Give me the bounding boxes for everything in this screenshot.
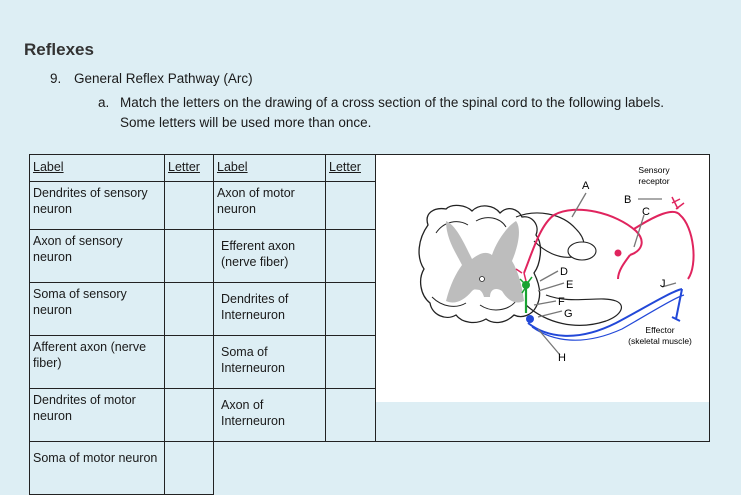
section-title: Reflexes	[24, 40, 94, 59]
letter-answer-cell[interactable]	[325, 282, 376, 336]
diagram-letter-g: G	[564, 308, 573, 320]
table-row: Soma of motor neuron	[29, 441, 710, 495]
label-soma-sensory: Soma of sensory neuron	[29, 282, 165, 336]
sensory-soma-dot	[614, 249, 622, 257]
header-label-right: Label	[213, 154, 326, 182]
pointer-arrows	[533, 192, 677, 356]
effector-caption: Effector(skeletal muscle)	[628, 325, 692, 346]
label-axon-interneuron: Axon of Interneuron	[213, 388, 326, 442]
motor-neuron-path	[527, 288, 683, 337]
sub-item-letter: a.	[98, 95, 110, 110]
question-title: General Reflex Pathway (Arc)	[74, 71, 253, 86]
question-instruction-block: a. Match the letters on the drawing of a…	[98, 93, 688, 133]
diagram-letter-d: D	[560, 266, 568, 278]
label-efferent-axon: Efferent axon (nerve fiber)	[213, 229, 326, 283]
letter-answer-cell[interactable]	[164, 441, 214, 495]
diagram-letter-e: E	[566, 279, 573, 291]
letter-answer-cell[interactable]	[164, 335, 214, 389]
diagram-letter-h: H	[558, 352, 566, 364]
instruction-text: Match the letters on the drawing of a cr…	[120, 95, 665, 130]
matching-table: Label Letter Label Letter	[29, 154, 710, 495]
sensory-neuron-path	[523, 208, 643, 274]
diagram-letter-c: C	[642, 206, 650, 218]
label-dendrites-motor: Dendrites of motor neuron	[29, 388, 165, 442]
table-row: Axon of sensory neuron Efferent axon (ne…	[29, 229, 710, 283]
letter-answer-cell[interactable]	[164, 229, 214, 283]
motor-soma-dot	[526, 315, 534, 323]
header-letter-left: Letter	[164, 154, 214, 182]
label-axon-motor: Axon of motor neuron	[213, 181, 326, 230]
question-number: 9.	[50, 71, 62, 86]
label-dendrites-sensory: Dendrites of sensory neuron	[29, 181, 165, 230]
label-soma-interneuron: Soma of Interneuron	[213, 335, 326, 389]
table-row: Dendrites of motor neuron Axon of Intern…	[29, 388, 710, 442]
letter-answer-cell[interactable]	[325, 388, 376, 442]
header-letter-right: Letter	[325, 154, 376, 182]
question-title-line: 9. General Reflex Pathway (Arc)	[50, 71, 253, 86]
letter-answer-cell[interactable]	[325, 181, 376, 230]
table-row: Dendrites of sensory neuron Axon of moto…	[29, 181, 710, 230]
diagram-letter-b: B	[624, 194, 631, 206]
letter-answer-cell[interactable]	[164, 282, 214, 336]
header-label-left: Label	[29, 154, 165, 182]
diagram-letter-j: J	[660, 278, 666, 290]
label-afferent-axon: Afferent axon (nerve fiber)	[29, 335, 165, 389]
label-dendrites-interneuron: Dendrites of Interneuron	[213, 282, 326, 336]
label-soma-motor: Soma of motor neuron	[29, 441, 165, 495]
table-row: Afferent axon (nerve fiber) Soma of Inte…	[29, 335, 710, 389]
label-axon-sensory: Axon of sensory neuron	[29, 229, 165, 283]
letter-answer-cell[interactable]	[164, 181, 214, 230]
letter-answer-cell[interactable]	[325, 229, 376, 283]
table-row: Soma of sensory neuron Dendrites of Inte…	[29, 282, 710, 336]
letter-answer-cell[interactable]	[164, 388, 214, 442]
diagram-letter-a: A	[582, 180, 590, 192]
diagram-letter-f: F	[558, 296, 565, 308]
letter-answer-cell[interactable]	[325, 335, 376, 389]
gray-matter	[446, 221, 524, 303]
table-header-row: Label Letter Label Letter	[29, 154, 710, 442]
